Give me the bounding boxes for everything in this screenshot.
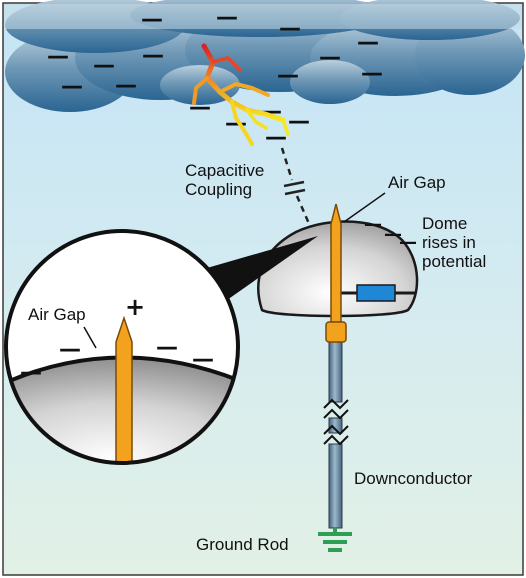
minus-sign: — xyxy=(288,109,310,134)
minus-sign: — xyxy=(47,44,69,69)
label-downconductor: Downconductor xyxy=(354,469,472,488)
minus-sign: — xyxy=(216,5,238,30)
minus-sign: — xyxy=(364,214,382,235)
minus-sign: — xyxy=(141,7,163,32)
label-coupling: Coupling xyxy=(185,180,252,199)
label-rises-in: rises in xyxy=(422,233,476,252)
minus-sign: — xyxy=(361,61,383,86)
label-potential: potential xyxy=(422,252,486,271)
magnifier-pointer xyxy=(200,236,318,312)
minus-sign: — xyxy=(192,347,214,372)
minus-sign: — xyxy=(399,232,417,253)
storm-cloud xyxy=(4,0,525,112)
minus-sign: — xyxy=(319,45,341,70)
minus-sign: — xyxy=(189,95,211,120)
minus-sign: — xyxy=(265,125,287,150)
air-gap-leader xyxy=(343,192,386,223)
minus-sign: — xyxy=(142,43,164,68)
minus-sign: — xyxy=(59,337,81,362)
label-air-gap: Air Gap xyxy=(388,173,446,192)
minus-sign: — xyxy=(115,73,137,98)
minus-sign: — xyxy=(279,16,301,41)
lightning-bolt-icon xyxy=(192,43,290,146)
resistor-icon xyxy=(356,284,396,302)
air-terminal xyxy=(325,203,347,343)
label-dome: Dome xyxy=(422,214,467,233)
inset-magnified-view: + — — — — xyxy=(4,229,240,465)
dome-negative-charges: — — — xyxy=(364,214,417,253)
label-air-gap-inset: Air Gap xyxy=(28,305,86,324)
cloud-negative-charges: — — — — — — — — — — — — — — — — — xyxy=(47,5,383,150)
downconductor-rod xyxy=(323,339,349,529)
minus-sign: — xyxy=(156,335,178,360)
minus-sign: — xyxy=(384,224,402,245)
minus-sign: — xyxy=(277,63,299,88)
minus-sign: — xyxy=(357,30,379,55)
capacitive-coupling-line xyxy=(280,147,312,227)
plus-sign: + xyxy=(125,293,145,321)
minus-sign: — xyxy=(20,360,42,385)
minus-sign: — xyxy=(61,74,83,99)
minus-sign: — xyxy=(93,53,115,78)
label-capacitive: Capacitive xyxy=(185,161,264,180)
label-ground-rod: Ground Rod xyxy=(196,535,289,554)
ground-symbol-icon xyxy=(318,528,352,552)
